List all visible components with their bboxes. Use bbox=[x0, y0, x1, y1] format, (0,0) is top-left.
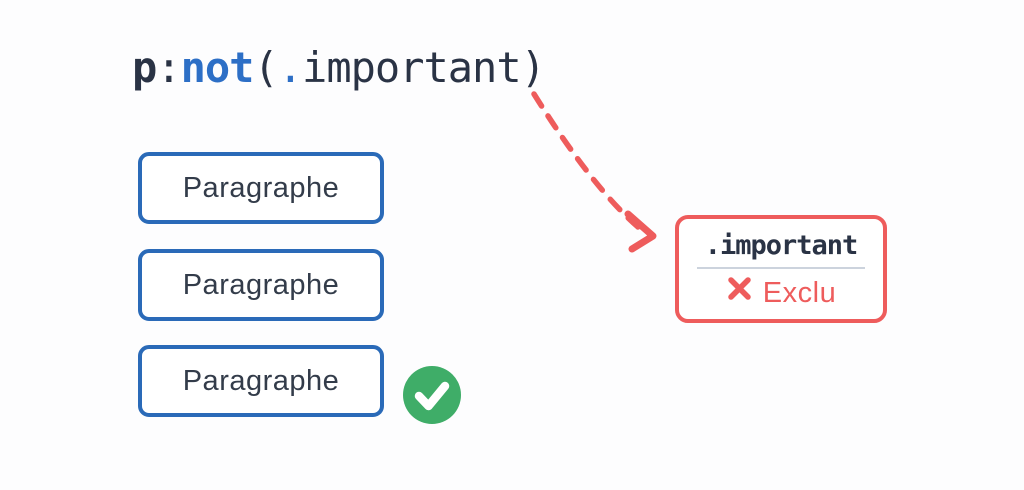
code-colon-token: : bbox=[156, 43, 181, 92]
excluded-status-label: Exclu bbox=[762, 276, 837, 309]
check-icon bbox=[403, 366, 461, 424]
code-close-paren: ) bbox=[520, 43, 546, 92]
paragraph-box: Paragraphe bbox=[138, 152, 384, 224]
paragraph-box: Paragraphe bbox=[138, 345, 384, 417]
important-box: .important Exclu bbox=[675, 215, 887, 323]
x-icon bbox=[726, 275, 753, 311]
code-class-dot: . bbox=[277, 43, 303, 92]
paragraph-box-label: Paragraphe bbox=[182, 171, 340, 204]
code-open-paren: ( bbox=[253, 43, 278, 92]
code-class-name: important bbox=[302, 43, 522, 92]
css-selector-code: p:not(.important) bbox=[132, 43, 546, 92]
code-not-keyword: not bbox=[180, 43, 255, 92]
paragraph-box-label: Paragraphe bbox=[182, 364, 340, 397]
code-element-token: p bbox=[132, 43, 157, 92]
paragraph-box-label: Paragraphe bbox=[182, 268, 340, 301]
important-class-label: .important bbox=[704, 230, 859, 262]
excluded-status: Exclu bbox=[726, 275, 836, 311]
divider bbox=[697, 267, 865, 269]
paragraph-box: Paragraphe bbox=[138, 249, 384, 321]
